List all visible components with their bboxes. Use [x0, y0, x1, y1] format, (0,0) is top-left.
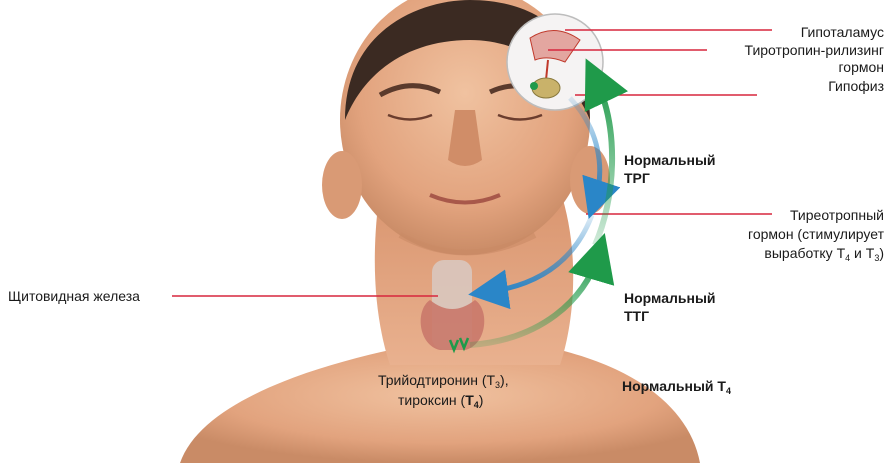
label-normal-trh-line2: ТРГ: [624, 170, 650, 186]
label-tsh-line1: Тиреотропный: [790, 207, 884, 223]
label-pituitary: Гипофиз: [828, 78, 884, 94]
label-hypothalamus: Гипоталамус: [801, 24, 884, 40]
pituitary-green-dot: [530, 82, 538, 90]
label-normal-t4: Нормальный Т4: [622, 378, 731, 394]
label-trh-line2: гормон: [838, 59, 884, 75]
label-trh-line1: Тиротропин-рилизинг: [745, 42, 884, 58]
label-t4: тироксин (Т4): [398, 392, 483, 408]
right-ear: [570, 146, 610, 214]
label-tsh-line3: выработку Т4 и Т3): [764, 245, 884, 261]
label-normal-trh-line1: Нормальный: [624, 152, 716, 168]
label-t3: Трийодтиронин (Т3),: [378, 372, 509, 388]
label-normal-tsh-line2: ТТГ: [624, 308, 649, 324]
label-normal-tsh-line1: Нормальный: [624, 290, 716, 306]
label-tsh-line2: гормон (стимулирует: [748, 226, 884, 242]
left-ear: [322, 151, 362, 219]
label-thyroid: Щитовидная железа: [8, 288, 140, 304]
